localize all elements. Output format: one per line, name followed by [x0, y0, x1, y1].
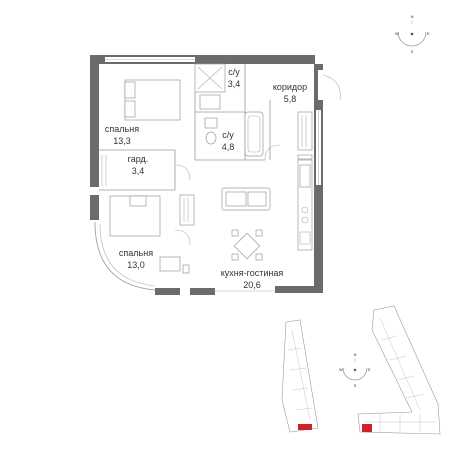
compass-top: N W E S — [395, 14, 430, 54]
room-wc2-area: 4,8 — [222, 142, 235, 152]
furniture — [109, 79, 313, 274]
room-bedroom2-name: спальня — [119, 248, 153, 258]
room-wardrobe-area: 3,4 — [132, 166, 145, 176]
compass-east-label: E — [427, 31, 430, 36]
compass-west-label: W — [395, 31, 399, 36]
interior-partitions — [99, 63, 341, 246]
room-labels: с/у 3,4 коридор 5,8 спальня 13,3 с/у 4,8… — [105, 67, 307, 290]
compass-map-center-icon — [353, 368, 357, 372]
room-bedroom1-area: 13,3 — [113, 136, 131, 146]
compass-map-east-label: E — [368, 367, 371, 372]
room-wardrobe-name: гард. — [128, 154, 149, 164]
compass-south-label: S — [411, 49, 414, 54]
room-kitchen-living-name: кухня-гостиная — [221, 268, 284, 278]
room-bedroom1-name: спальня — [105, 124, 139, 134]
site-map — [281, 305, 441, 435]
compass-map-south-label: S — [354, 383, 357, 388]
highlight-unit-right — [362, 424, 372, 432]
room-wc1-area: 3,4 — [228, 79, 241, 89]
room-wc2-name: с/у — [222, 130, 234, 140]
compass-north-label: N — [411, 14, 414, 19]
room-wc1-name: с/у — [228, 67, 240, 77]
apartment-walls — [90, 55, 324, 295]
room-corridor-area: 5,8 — [284, 94, 297, 104]
compass-center-icon — [410, 32, 414, 36]
room-corridor-name: коридор — [273, 82, 307, 92]
compass-map-west-label: W — [339, 367, 343, 372]
room-kitchen-living-area: 20,6 — [243, 280, 261, 290]
highlight-unit-left — [298, 424, 312, 430]
compass-map-north-label: N — [354, 352, 357, 357]
curved-facade — [94, 221, 156, 291]
compass-map: N W E S — [339, 352, 371, 388]
room-bedroom2-area: 13,0 — [127, 260, 145, 270]
